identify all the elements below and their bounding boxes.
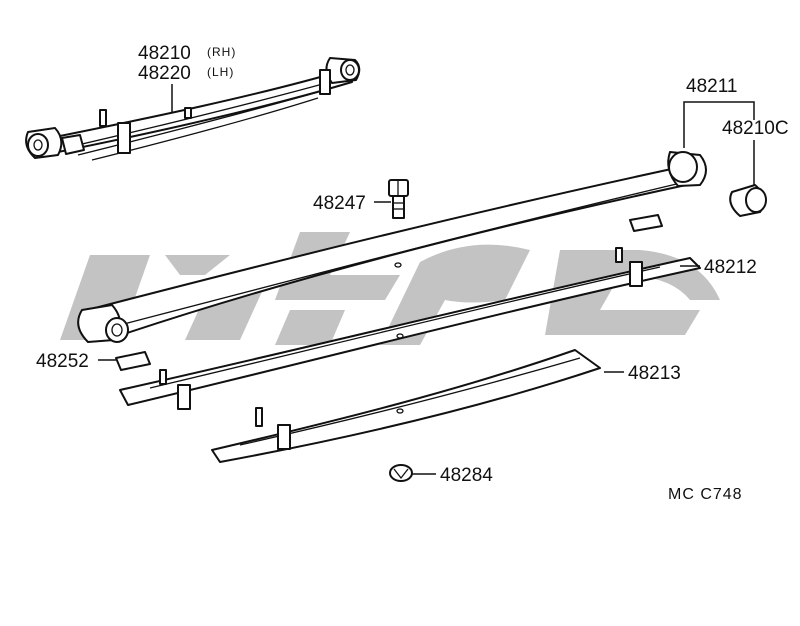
bushing-number: 48210C xyxy=(722,118,789,139)
center-bolt-number: 48247 xyxy=(313,193,366,214)
center-bolt xyxy=(388,179,409,219)
main-leaf xyxy=(77,151,707,343)
leader-lines xyxy=(98,84,755,475)
assembly-rh-number: 48210 xyxy=(138,43,191,64)
second-leaf xyxy=(119,247,701,410)
drawing-code: MC C748 xyxy=(668,486,743,503)
assembly-lh-suffix: (LH) xyxy=(207,65,234,79)
insert-pad-number: 48252 xyxy=(36,351,89,372)
bushing xyxy=(729,184,767,217)
assembly-lh-number: 48220 xyxy=(138,63,191,84)
insert-pad xyxy=(115,351,151,371)
center-nut xyxy=(389,464,413,482)
leaf-spring-assembly xyxy=(25,57,361,161)
main-leaf-number: 48211 xyxy=(686,76,737,97)
center-nut-number: 48284 xyxy=(440,465,493,486)
third-leaf-number: 48213 xyxy=(628,363,681,384)
third-leaf xyxy=(211,349,601,463)
second-leaf-number: 48212 xyxy=(704,257,757,278)
upper-insert-pad xyxy=(629,214,663,232)
assembly-rh-suffix: (RH) xyxy=(207,45,236,59)
